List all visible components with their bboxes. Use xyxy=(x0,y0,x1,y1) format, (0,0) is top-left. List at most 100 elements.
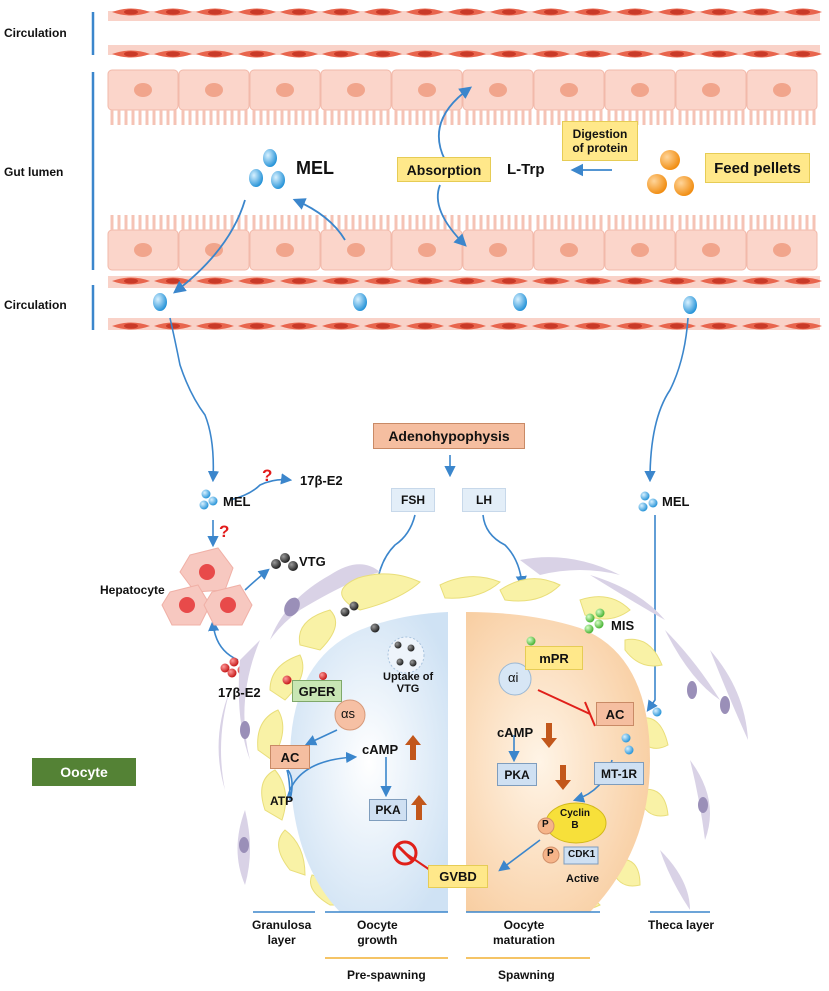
granulosa-layer-label: Granulosa layer xyxy=(252,918,311,948)
uptake-vtg-icon xyxy=(340,601,425,674)
fsh-box: FSH xyxy=(391,488,435,512)
gper-box: GPER xyxy=(292,680,342,702)
enterocyte xyxy=(462,215,534,271)
oocyte-label-box: Oocyte xyxy=(32,758,136,786)
digestion-line2: of protein xyxy=(572,141,628,155)
block-icon xyxy=(392,840,431,871)
camp-left-label: cAMP xyxy=(362,742,399,757)
oocyte-maturation-label: Oocyte maturation xyxy=(493,918,555,948)
mpr-box: mPR xyxy=(525,646,583,670)
enterocyte xyxy=(391,69,463,125)
cyclin-line1: Cyclin xyxy=(560,808,591,819)
cdk1-icon xyxy=(542,846,599,865)
enterocyte xyxy=(746,215,818,271)
active-label: Active xyxy=(566,873,600,885)
camp-down-arrow xyxy=(541,723,557,748)
maturation-line1: Oocyte xyxy=(503,918,545,932)
spawning-label: Spawning xyxy=(498,968,555,982)
mis-label: MIS xyxy=(611,618,635,633)
mel-axis-left-icon xyxy=(199,489,218,510)
question-mark-e2: ? xyxy=(262,466,273,485)
ac-left-box: AC xyxy=(270,745,310,769)
growth-line1: Oocyte xyxy=(357,918,398,932)
mel-in-circulation xyxy=(153,293,697,314)
oocyte-growth-label: Oocyte growth xyxy=(357,918,398,948)
camp-up-arrow xyxy=(405,735,421,760)
enterocyte xyxy=(320,215,392,271)
granulosa-line2: layer xyxy=(267,933,296,947)
enterocyte xyxy=(391,215,463,271)
pka-down-arrow xyxy=(555,765,571,790)
lh-box: LH xyxy=(462,488,506,512)
camp-right-label: cAMP xyxy=(497,725,534,740)
side-label-gut-lumen: Gut lumen xyxy=(4,165,64,179)
question-mark-hepatocyte: ? xyxy=(219,522,230,541)
mel-axis-left-label: MEL xyxy=(223,494,251,509)
pka-left-box: PKA xyxy=(369,799,407,821)
gut-epithelium-top xyxy=(107,69,818,125)
uptake-line2: VTG xyxy=(396,683,420,695)
mel-receptor-icon xyxy=(621,707,662,755)
p-label-cyclin: P xyxy=(542,819,549,830)
enterocyte xyxy=(107,69,179,125)
alpha-s-label: αs xyxy=(341,706,356,721)
gvbd-box: GVBD xyxy=(428,865,488,888)
bottom-lines xyxy=(253,911,710,959)
feed-pellets-box: Feed pellets xyxy=(705,153,810,183)
enterocyte xyxy=(746,69,818,125)
pre-spawning-label: Pre-spawning xyxy=(347,968,426,982)
cyclin-b-label: Cyclin B xyxy=(560,808,590,832)
vtg-label: VTG xyxy=(299,554,326,569)
adenohypophysis-box: Adenohypophysis xyxy=(373,423,525,449)
gut-epithelium-bottom xyxy=(107,215,818,271)
enterocyte xyxy=(675,215,747,271)
enterocyte xyxy=(604,215,676,271)
theca-nuclei xyxy=(239,597,730,853)
mel-in-gut-icon xyxy=(249,149,285,189)
enterocyte xyxy=(178,69,250,125)
e2-bottom-label: 17β-E2 xyxy=(218,685,261,700)
growth-line2: growth xyxy=(357,933,398,947)
enterocyte xyxy=(249,215,321,271)
gper-ligand-icon xyxy=(282,672,327,685)
enterocyte xyxy=(320,69,392,125)
enterocyte xyxy=(249,69,321,125)
enterocyte xyxy=(604,69,676,125)
ltrp-label: L-Trp xyxy=(507,161,545,178)
enterocyte xyxy=(462,69,534,125)
feed-pellets-icon xyxy=(647,150,694,196)
gut-arrows xyxy=(172,86,612,294)
atp-label: ATP xyxy=(270,794,294,808)
digestion-box: Digestion of protein xyxy=(562,121,638,161)
vessel-top xyxy=(108,8,822,58)
circulation-arrows xyxy=(169,317,689,712)
cdk1-label: CDK1 xyxy=(568,849,596,860)
enterocyte xyxy=(533,215,605,271)
mel-axis-right-icon xyxy=(638,491,658,512)
uptake-line1: Uptake of xyxy=(383,671,434,683)
cyclin-line2: B xyxy=(571,820,579,831)
inhibit-line xyxy=(537,689,596,727)
alpha-i-label: αi xyxy=(508,670,519,685)
side-label-circulation-mid: Circulation xyxy=(4,298,67,312)
enterocyte xyxy=(533,69,605,125)
enterocyte xyxy=(178,215,250,271)
alpha-s-icon xyxy=(334,699,366,731)
ac-right-box: AC xyxy=(596,702,634,726)
hepatocyte-icon xyxy=(161,547,253,626)
mis-icon xyxy=(526,608,605,646)
enterocyte xyxy=(107,215,179,271)
theca-layer-label: Theca layer xyxy=(648,918,715,932)
cyclin-b-icon xyxy=(537,802,607,844)
mel-axis-right-label: MEL xyxy=(662,494,690,509)
uptake-vtg-label: Uptake of VTG xyxy=(383,671,433,695)
granulosa-line1: Granulosa xyxy=(252,918,312,932)
maturation-line2: maturation xyxy=(493,933,556,947)
side-label-circulation-top: Circulation xyxy=(4,26,67,40)
vtg-icon xyxy=(271,553,298,571)
alpha-i-icon xyxy=(498,662,532,696)
pka-right-box: PKA xyxy=(497,763,537,786)
enterocyte xyxy=(675,69,747,125)
p-label-cdk1: P xyxy=(547,848,554,859)
